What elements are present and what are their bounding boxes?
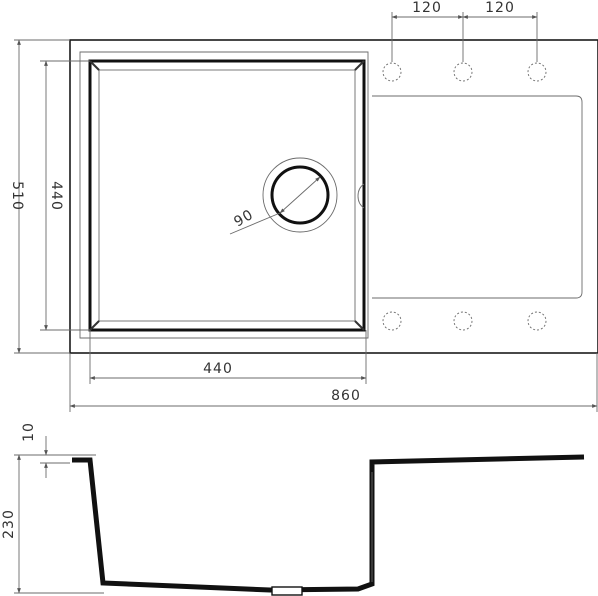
- overall-depth-dimension: 510: [9, 39, 70, 354]
- tap-hole-icon: [453, 311, 473, 331]
- bowl-width-label: 440: [203, 361, 233, 377]
- bowl-width-dimension: 440: [89, 330, 367, 384]
- bowl-height-label: 230: [1, 509, 17, 539]
- overflow-slot: [357, 183, 365, 209]
- bowl-depth-dimension: 440: [40, 60, 90, 331]
- sink-cross-section-profile: [72, 454, 585, 593]
- bowl-outer-outline: [88, 59, 366, 332]
- bowl-corner-lines: [89, 60, 365, 331]
- tap-spacing-right-label: 120: [485, 0, 515, 16]
- tap-hole-icon: [453, 62, 473, 82]
- bowl-inner-outline: [98, 69, 356, 322]
- sink-outer-outline: [69, 39, 598, 354]
- overall-depth-label: 510: [9, 181, 25, 211]
- tap-hole-icon: [382, 311, 402, 331]
- tap-spacing-dimension: 120 120: [391, 0, 538, 62]
- tap-holes: [382, 62, 547, 331]
- drain-outlet-stub: [271, 586, 303, 596]
- tap-hole-icon: [382, 62, 402, 82]
- top-view: 120 120 510 440 90 440: [9, 0, 598, 412]
- rim-thickness-label: 10: [21, 422, 37, 442]
- tap-hole-icon: [527, 311, 547, 331]
- drain-hole: [270, 165, 330, 225]
- overall-width-label: 860: [331, 388, 361, 404]
- tap-hole-icon: [527, 62, 547, 82]
- tap-spacing-left-label: 120: [412, 0, 442, 16]
- bowl-height-dimension: 230: [1, 454, 104, 594]
- overall-width-dimension: 860: [69, 353, 598, 412]
- sink-rim-line: [79, 51, 369, 339]
- drain-outer-ring: [262, 157, 338, 233]
- drain-diameter-label: 90: [231, 207, 256, 231]
- rim-thickness-dimension: 10: [21, 422, 96, 478]
- side-view: 10 230: [1, 422, 585, 596]
- drainboard-outline: [372, 95, 583, 299]
- bowl-depth-label: 440: [48, 181, 64, 211]
